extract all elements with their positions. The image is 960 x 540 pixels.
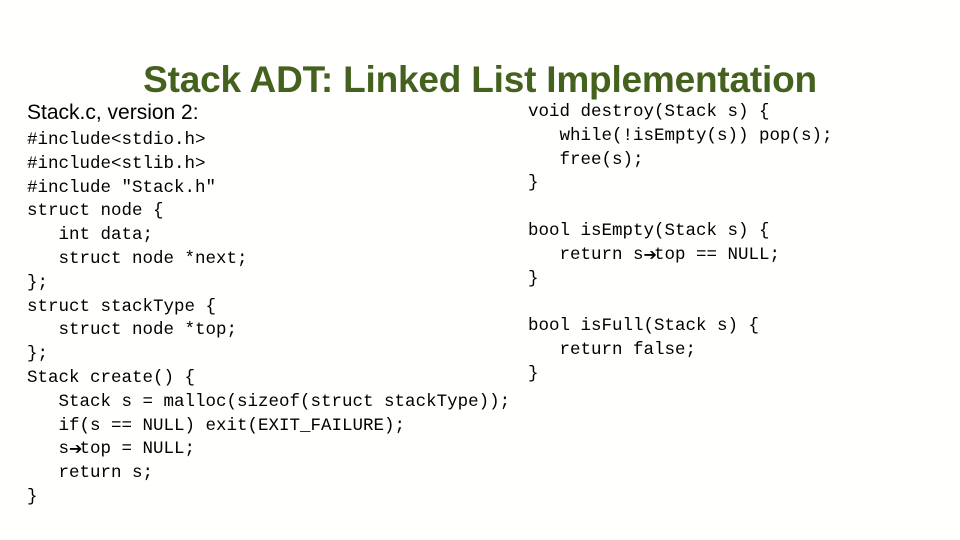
code-line: struct stackType { [27,296,217,317]
code-line: void destroy(Stack s) { [528,102,770,122]
left-column-subtitle: Stack.c, version 2: [27,101,199,124]
code-line [528,196,948,220]
stack-c-source-code: #include<stdio.h> #include<stlib.h> #inclu… [27,129,627,510]
code-line: if(s == NULL) exit(EXIT_FAILURE); [27,415,406,436]
code-line: }; [27,344,49,365]
code-line: return false; [528,339,697,360]
code-line: } [528,363,539,384]
code-line: } [27,486,38,507]
stack-functions-source-code: void destroy(Stack s) { while(!isEmpty(s… [528,101,948,387]
code-line: } [528,268,539,289]
right-code-column: void destroy(Stack s) { while(!isEmpty(s… [528,101,948,387]
code-line: struct node { [27,201,164,222]
code-line: }; [27,272,49,293]
code-line: while(!isEmpty(s)) pop(s); [528,125,833,146]
code-line: bool isFull(Stack s) { [528,316,760,337]
code-line: struct node *top; [27,320,238,341]
code-line: #include<stlib.h> [27,153,206,174]
code-line: #include "Stack.h" [27,177,217,198]
left-code-column: Stack.c, version 2: #include<stdio.h>#in… [27,100,627,510]
code-line: return s; [27,463,154,484]
code-line: int data; [27,225,154,246]
page-title: Stack ADT: Linked List Implementation [143,58,817,100]
code-line: return s➔top == NULL; [528,244,781,265]
code-line: s➔top = NULL; [27,439,196,460]
code-line [528,291,948,315]
code-line: bool isEmpty(Stack s) { [528,220,770,241]
code-line: struct node *next; [27,248,248,269]
code-line: free(s); [528,149,644,170]
code-line: Stack s = malloc(sizeof(struct stackType… [27,391,511,412]
code-line: #include<stdio.h> [27,130,206,150]
right-arrow-icon: ➔ [643,244,657,264]
code-line: } [528,173,539,194]
code-line: Stack create() { [27,367,196,388]
right-arrow-icon: ➔ [69,439,83,459]
